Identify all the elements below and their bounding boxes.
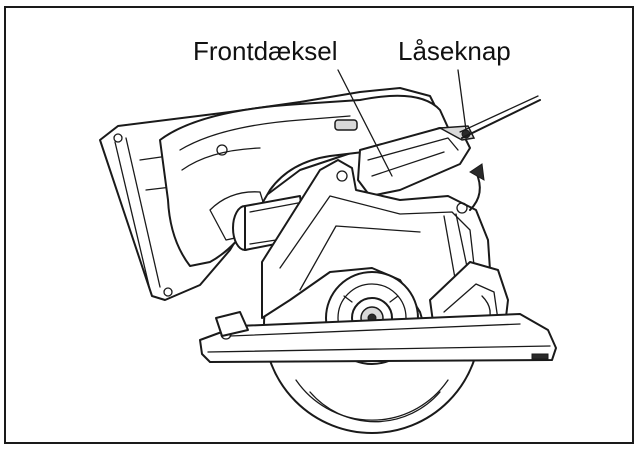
lock-button-leader	[457, 69, 467, 131]
leader-lines	[337, 69, 467, 177]
lock-button-part	[459, 95, 541, 139]
rotation-arrow	[469, 163, 485, 211]
lock-button-label: Låseknap	[398, 36, 511, 66]
front-cover-leader	[337, 69, 393, 177]
front-cover-label: Frontdæksel	[193, 36, 338, 66]
base-plate	[199, 311, 557, 363]
